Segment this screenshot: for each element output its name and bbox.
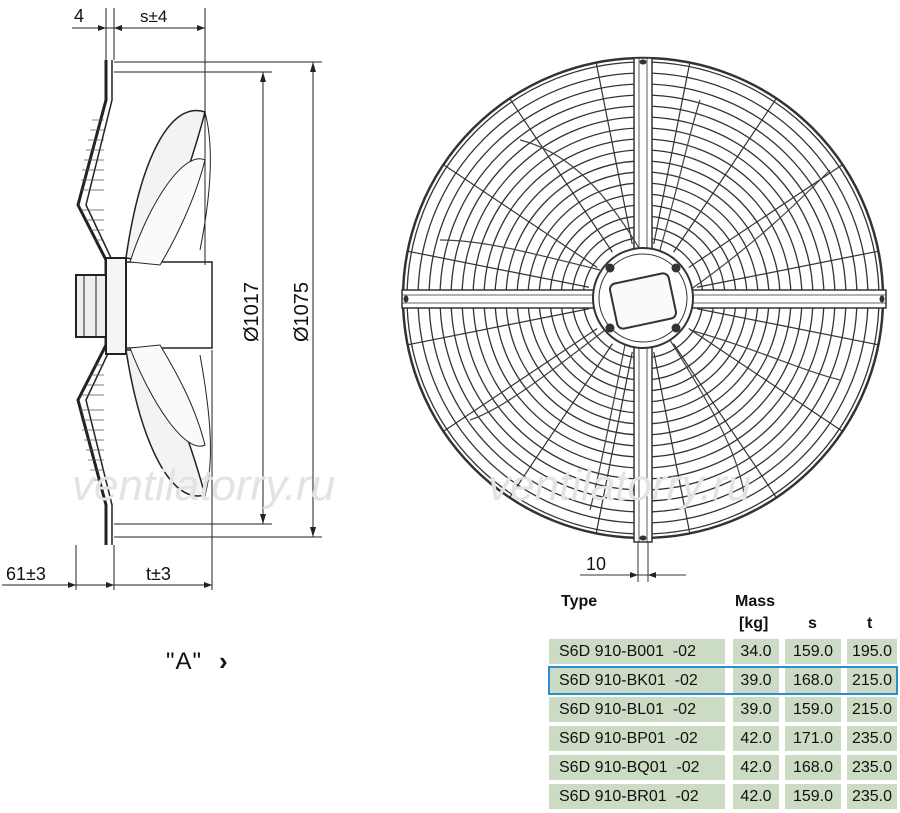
cell-s: 159.0 (785, 639, 841, 664)
cell-t: 195.0 (847, 639, 897, 664)
cell-mass: 42.0 (733, 726, 779, 751)
cell-mass: 39.0 (733, 697, 779, 722)
guard-spoke (595, 62, 633, 245)
cell-t: 215.0 (847, 668, 897, 693)
dim-10-label: 10 (586, 554, 606, 574)
guard-spoke (595, 351, 633, 534)
guard-spoke (688, 164, 843, 268)
cell-type: S6D 910-BP01 -02 (549, 726, 725, 751)
guard-spoke (653, 62, 691, 245)
cell-mass: 39.0 (733, 668, 779, 693)
guard-spoke (696, 250, 879, 288)
dim-4-label: 4 (74, 6, 84, 26)
watermark-left: ventilatorry.ru (72, 461, 335, 510)
cell-s: 168.0 (785, 668, 841, 693)
cell-type: S6D 910-BK01 -02 (549, 668, 725, 693)
header-type: Type (561, 593, 598, 610)
spec-table-header: Type Mass [kg] s t (549, 591, 897, 639)
dim-61-label: 61±3 (6, 564, 46, 584)
fan-dimension-drawing: 4 s±4 Ø1017 Ø1075 61±3 t±3 (2, 6, 887, 590)
dim-1075-label: Ø1075 (291, 282, 313, 342)
cell-mass: 42.0 (733, 784, 779, 809)
guard-spoke (443, 328, 598, 432)
cell-type: S6D 910-BR01 -02 (549, 784, 725, 809)
watermark-right: ventilatorry.ru (488, 461, 751, 510)
guard-spoke (688, 328, 843, 432)
cell-type: S6D 910-BL01 -02 (549, 697, 725, 722)
chevron-right-icon: › (219, 646, 228, 676)
view-a-label: "A" (166, 648, 203, 675)
cell-mass: 34.0 (733, 639, 779, 664)
guard-spoke (407, 250, 590, 288)
cell-s: 171.0 (785, 726, 841, 751)
front-view (401, 56, 887, 582)
header-mass: Mass (735, 593, 776, 610)
guard-spoke (509, 98, 613, 253)
dim-1017-label: Ø1017 (241, 282, 263, 342)
guard-spoke (673, 343, 777, 498)
cell-type: S6D 910-B001 -02 (549, 639, 725, 664)
guard-spoke (509, 343, 613, 498)
cell-t: 235.0 (847, 784, 897, 809)
cell-s: 159.0 (785, 697, 841, 722)
dim-s-label: s±4 (140, 7, 167, 26)
cell-t: 235.0 (847, 755, 897, 780)
side-view (2, 8, 322, 590)
cell-s: 159.0 (785, 784, 841, 809)
header-t: t (867, 615, 873, 632)
guard-spoke (443, 164, 598, 268)
dim-t-label: t±3 (146, 564, 171, 584)
guard-spoke (696, 308, 879, 346)
cell-mass: 42.0 (733, 755, 779, 780)
header-s: s (808, 615, 817, 632)
cell-s: 168.0 (785, 755, 841, 780)
guard-spoke (407, 308, 590, 346)
cell-t: 215.0 (847, 697, 897, 722)
header-mass-unit: [kg] (739, 615, 769, 632)
guard-spoke (673, 98, 777, 253)
cell-t: 235.0 (847, 726, 897, 751)
guard-spoke (653, 351, 691, 534)
cell-type: S6D 910-BQ01 -02 (549, 755, 725, 780)
